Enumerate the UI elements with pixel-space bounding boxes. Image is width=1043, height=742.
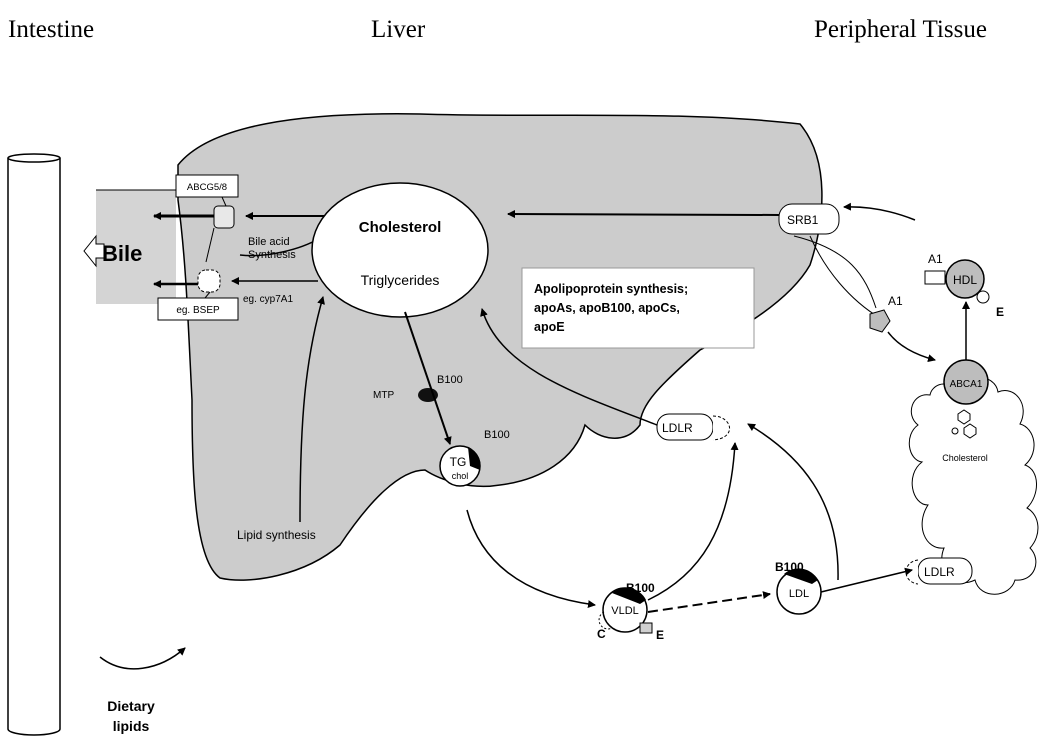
intestine-tube: [8, 154, 60, 735]
apoa1-free-icon: [870, 310, 890, 332]
tg-label: TG: [450, 455, 467, 469]
cholesterol-triglycerides-ellipse: [312, 183, 488, 317]
dietary-label-line1: Dietary: [107, 698, 155, 714]
apolipoprotein-line2: apoAs, apoB100, apoCs,: [534, 301, 680, 315]
srb1-label: SRB1: [787, 213, 819, 227]
chol-label: chol: [452, 471, 469, 481]
abca1-label: ABCA1: [950, 379, 983, 390]
triglycerides-label: Triglycerides: [361, 272, 440, 288]
apolipoprotein-line1: Apolipoprotein synthesis;: [534, 282, 688, 296]
e-vldl-label: E: [656, 628, 664, 642]
b100-vldl-label: B100: [626, 581, 655, 595]
e-hdl-label: E: [996, 305, 1004, 319]
a1-hdl-label: A1: [928, 252, 943, 266]
dietary-arrow: [100, 648, 185, 669]
bile-acid-synthesis-line1: Bile acid: [248, 236, 290, 248]
bile-label: Bile: [102, 241, 142, 266]
bsep-label: eg. BSEP: [176, 305, 220, 316]
dietary-label-line2: lipids: [113, 718, 150, 734]
a1-free-label: A1: [888, 294, 903, 308]
abcg-label: ABCG5/8: [187, 182, 227, 193]
bsep-transporter-icon: [198, 270, 220, 292]
cyp7a1-label: eg. cyp7A1: [243, 294, 293, 305]
b100-free-label: B100: [437, 374, 463, 386]
mtp-label: MTP: [373, 390, 394, 401]
b100-ldl-label: B100: [775, 560, 804, 574]
ldlr-peripheral-label: LDLR: [924, 565, 955, 579]
ldl-label: LDL: [789, 588, 809, 600]
hdl-label: HDL: [953, 273, 977, 287]
cholesterol-label: Cholesterol: [359, 219, 442, 236]
b100-tg-label: B100: [484, 429, 510, 441]
lipid-synthesis-label: Lipid synthesis: [237, 528, 316, 542]
cholesterol-cell-label: Cholesterol: [942, 453, 988, 463]
abcg-transporter-icon: [214, 206, 234, 228]
bile-acid-synthesis-line2: Synthesis: [248, 249, 296, 261]
vldl-label: VLDL: [611, 605, 639, 617]
c-label: C: [597, 627, 606, 641]
apolipoprotein-line3: apoE: [534, 320, 565, 334]
ldlr-liver-label: LDLR: [662, 421, 693, 435]
